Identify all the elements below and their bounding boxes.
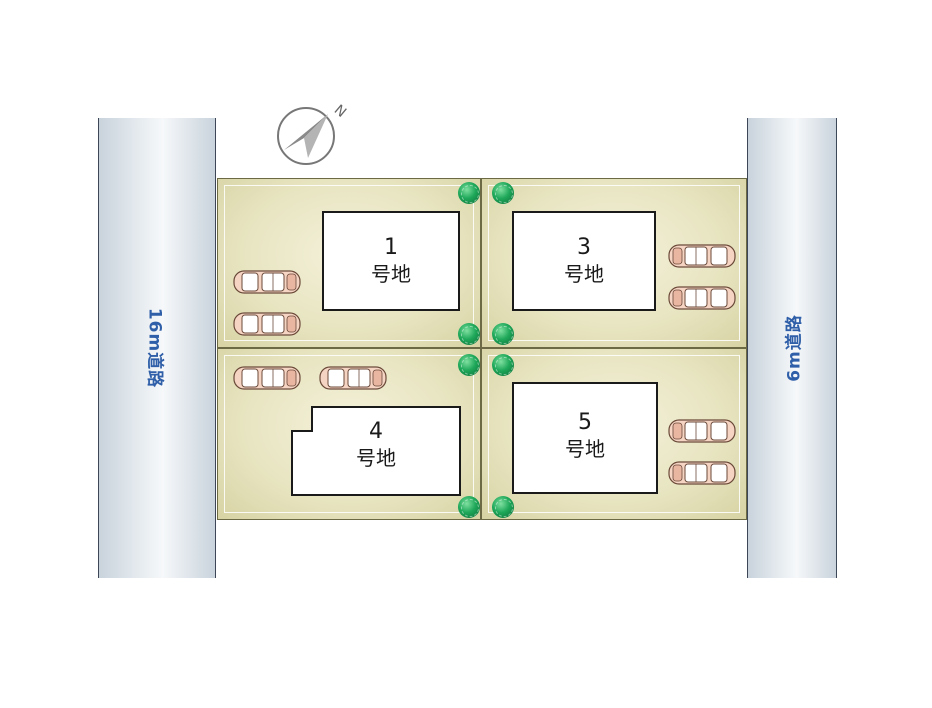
tree-icon (492, 182, 514, 204)
lot-1[interactable]: 1 号地 (217, 178, 481, 348)
lot-3[interactable]: 3 号地 (481, 178, 747, 348)
lot-label: 号地 (565, 437, 605, 461)
car-icon (318, 364, 388, 392)
lot-5[interactable]: 5 号地 (481, 348, 747, 520)
tree-icon (458, 182, 480, 204)
car-icon (667, 242, 737, 270)
house-3: 3 号地 (512, 211, 656, 311)
car-icon (667, 459, 737, 487)
house-5: 5 号地 (512, 382, 658, 494)
house-4: 4 号地 (292, 419, 460, 471)
house-4-outline (291, 406, 461, 496)
lot-label: 号地 (356, 446, 396, 470)
tree-icon (458, 496, 480, 518)
road-right-6m: 6m道路 (747, 118, 837, 578)
lot-number: 4 (369, 419, 383, 444)
car-icon (232, 364, 302, 392)
house-1: 1 号地 (322, 211, 460, 311)
lot-4[interactable]: 4 号地 (217, 348, 481, 520)
lot-number: 3 (577, 235, 591, 260)
tree-icon (458, 354, 480, 376)
road-left-label: 16m道路 (144, 307, 165, 389)
car-icon (232, 268, 302, 296)
tree-icon (492, 496, 514, 518)
tree-icon (492, 323, 514, 345)
lot-number: 5 (578, 410, 592, 435)
lot-number: 1 (384, 235, 398, 260)
road-right-label: 6m道路 (784, 314, 805, 382)
tree-icon (492, 354, 514, 376)
north-arrow-icon: N (270, 98, 350, 168)
tree-icon (458, 323, 480, 345)
car-icon (667, 417, 737, 445)
car-icon (232, 310, 302, 338)
lot-label: 号地 (371, 262, 411, 286)
compass-north-letter: N (331, 102, 349, 121)
lot-label: 号地 (564, 262, 604, 286)
road-left-16m: 16m道路 (98, 118, 216, 578)
car-icon (667, 284, 737, 312)
